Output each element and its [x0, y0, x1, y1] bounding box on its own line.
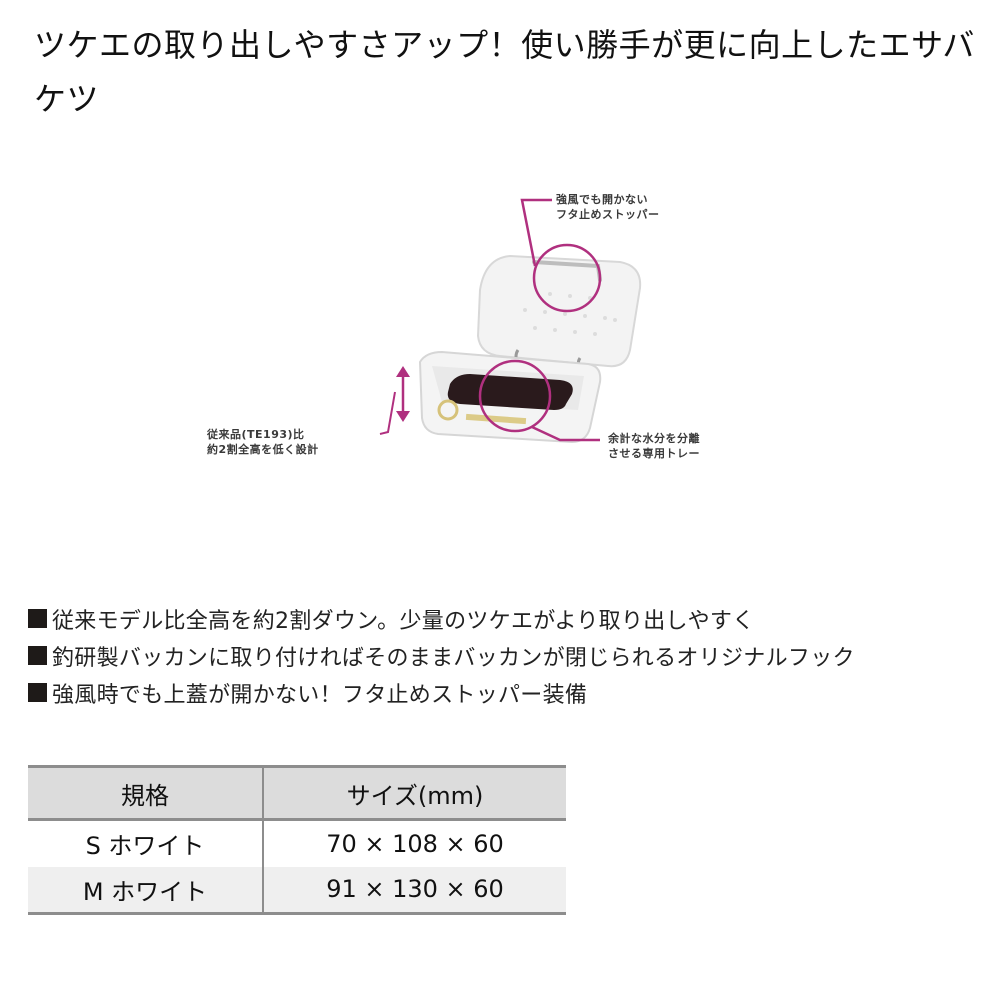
- feature-list: 従来モデル比全高を約2割ダウン。少量のツケエがより取り出しやすく 釣研製バッカン…: [28, 600, 988, 711]
- callout-stopper: 強風でも開かない フタ止めストッパー: [556, 193, 660, 221]
- header-spec: 規格: [28, 765, 264, 821]
- square-bullet-icon: [28, 683, 47, 702]
- square-bullet-icon: [28, 646, 47, 665]
- cell-spec: M ホワイト: [28, 866, 264, 915]
- callout-height: 従来品(TE193)比 約2割全高を低く設計: [207, 428, 319, 456]
- cell-spec: S ホワイト: [28, 819, 264, 867]
- feature-item: 釣研製バッカンに取り付ければそのままバッカンが閉じられるオリジナルフック: [28, 637, 988, 674]
- header-size: サイズ(mm): [263, 765, 566, 821]
- cell-size: 91 × 130 × 60: [263, 866, 566, 915]
- table-header-row: 規格 サイズ(mm): [28, 765, 566, 821]
- cell-size: 70 × 108 × 60: [326, 829, 504, 858]
- spec-table: 規格 サイズ(mm) S ホワイト 70 × 108 × 60 M ホワイト 9…: [28, 765, 566, 915]
- feature-item: 従来モデル比全高を約2割ダウン。少量のツケエがより取り出しやすく: [28, 600, 988, 637]
- page-title: ツケエの取り出しやすさアップ！使い勝手が更に向上したエサバケツ: [34, 26, 975, 118]
- table-row: S ホワイト 70 × 108 × 60: [28, 819, 566, 867]
- bait-bucket-illustration: [379, 198, 642, 444]
- product-figure: 強風でも開かない フタ止めストッパー 従来品(TE193)比 約2割全高を低く設…: [180, 170, 800, 490]
- square-bullet-icon: [28, 609, 47, 628]
- feature-item: 強風時でも上蓋が開かない！フタ止めストッパー装備: [28, 674, 988, 711]
- table-row: M ホワイト 91 × 130 × 60: [28, 866, 566, 915]
- callout-tray: 余計な水分を分離 させる専用トレー: [608, 432, 700, 460]
